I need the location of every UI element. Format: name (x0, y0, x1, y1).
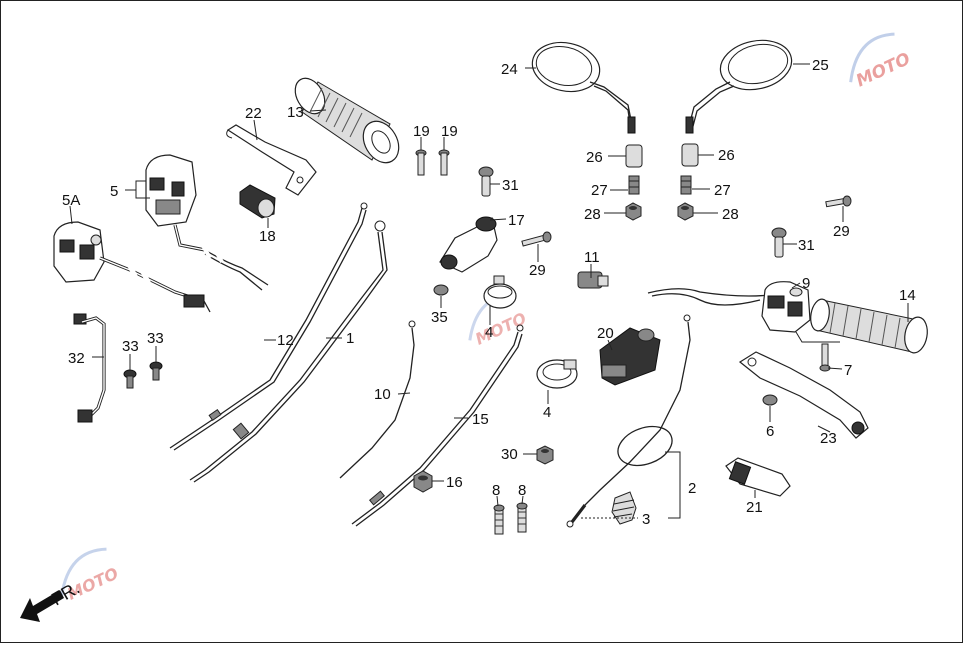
direction-arrow-icon (20, 590, 64, 622)
label-31a: 31 (502, 177, 519, 194)
bolt-33b (149, 361, 163, 381)
label-4b: 4 (543, 404, 551, 421)
label-31b: 31 (798, 237, 815, 254)
label-20: 20 (597, 325, 614, 342)
label-13: 13 (287, 104, 304, 121)
label-22: 22 (245, 105, 262, 122)
label-17: 17 (508, 212, 525, 229)
cable-32 (73, 313, 106, 423)
label-21: 21 (746, 499, 763, 516)
label-28a: 28 (584, 206, 601, 223)
label-27b: 27 (714, 182, 731, 199)
label-32: 32 (68, 350, 85, 367)
right-switch-5a (53, 221, 211, 313)
label-18: 18 (259, 228, 276, 245)
washer-6 (762, 394, 778, 406)
label-15: 15 (472, 411, 489, 428)
label-28b: 28 (722, 206, 739, 223)
mirror-bracket-17 (439, 216, 498, 273)
mirror-cover-right (681, 143, 699, 167)
screw-7 (819, 343, 831, 372)
nut-left-28 (625, 202, 642, 221)
label-30: 30 (501, 446, 518, 463)
label-1: 1 (346, 330, 354, 347)
label-14: 14 (899, 287, 916, 304)
bolt-8a (493, 504, 505, 535)
part-number-labels: 24 25 13 22 19 19 26 26 5 5A 18 31 27 27… (62, 57, 916, 528)
bolt-33a (123, 369, 137, 389)
clamp-4a (483, 275, 517, 309)
boot-3 (611, 491, 637, 525)
label-12: 12 (277, 332, 294, 349)
bolt-31b (771, 227, 787, 258)
right-grip-14 (810, 298, 928, 354)
cable-12 (169, 202, 368, 451)
brake-lever-23 (738, 351, 869, 439)
left-switch-housing (145, 154, 269, 291)
label-29a: 29 (529, 262, 546, 279)
svg-text:MOTO: MOTO (472, 308, 529, 348)
nut-16 (413, 470, 433, 493)
nut-30 (536, 445, 554, 465)
bolt-19b (438, 149, 450, 176)
label-26a: 26 (586, 149, 603, 166)
clutch-lever (226, 124, 317, 196)
mirror-adapter-right (680, 175, 692, 195)
label-5a: 5A (62, 192, 80, 209)
throttle-grip (294, 77, 400, 164)
grip-end-holder (239, 184, 276, 219)
lever-cover-21 (725, 457, 791, 497)
bolt-8b (516, 502, 528, 533)
label-26b: 26 (718, 147, 735, 164)
label-25: 25 (812, 57, 829, 74)
label-7: 7 (844, 362, 852, 379)
bolt-31a (478, 166, 494, 197)
svg-text:MOTO: MOTO (853, 49, 913, 91)
leader-lines (69, 63, 909, 519)
nut-right-28 (677, 202, 694, 221)
clamp-4b (536, 359, 578, 389)
label-19a: 19 (413, 123, 430, 140)
label-3: 3 (642, 511, 650, 528)
label-23: 23 (820, 430, 837, 447)
label-29b: 29 (833, 223, 850, 240)
label-2: 2 (688, 480, 696, 497)
cable-15 (351, 324, 524, 527)
front-direction-indicator: FR. (20, 578, 83, 622)
right-mirror (685, 39, 793, 134)
label-10: 10 (374, 386, 391, 403)
cable-10 (339, 320, 416, 479)
brake-switch-11 (577, 271, 609, 289)
label-27a: 27 (591, 182, 608, 199)
label-35: 35 (431, 309, 448, 326)
cable-2 (566, 314, 691, 528)
washer-35 (433, 284, 449, 296)
mirror-adapter-left (628, 175, 640, 195)
screw-29a (521, 231, 552, 247)
master-cylinder-20 (599, 327, 661, 386)
label-6: 6 (766, 423, 774, 440)
cable-1 (189, 220, 388, 483)
label-19b: 19 (441, 123, 458, 140)
label-33b: 33 (147, 330, 164, 347)
watermark-top-right: MOTO (849, 32, 914, 91)
label-5: 5 (110, 183, 118, 200)
label-9: 9 (802, 275, 810, 292)
label-24: 24 (501, 61, 518, 78)
label-33a: 33 (122, 338, 139, 355)
screw-29b (825, 195, 852, 208)
label-11: 11 (584, 249, 600, 266)
label-8b: 8 (518, 482, 526, 499)
bolt-19a (415, 149, 427, 176)
label-16: 16 (446, 474, 463, 491)
left-mirror (531, 41, 636, 134)
mirror-cover-left (625, 144, 643, 168)
right-handlebar-switch (647, 281, 811, 333)
label-4a: 4 (485, 324, 493, 341)
label-8a: 8 (492, 482, 500, 499)
